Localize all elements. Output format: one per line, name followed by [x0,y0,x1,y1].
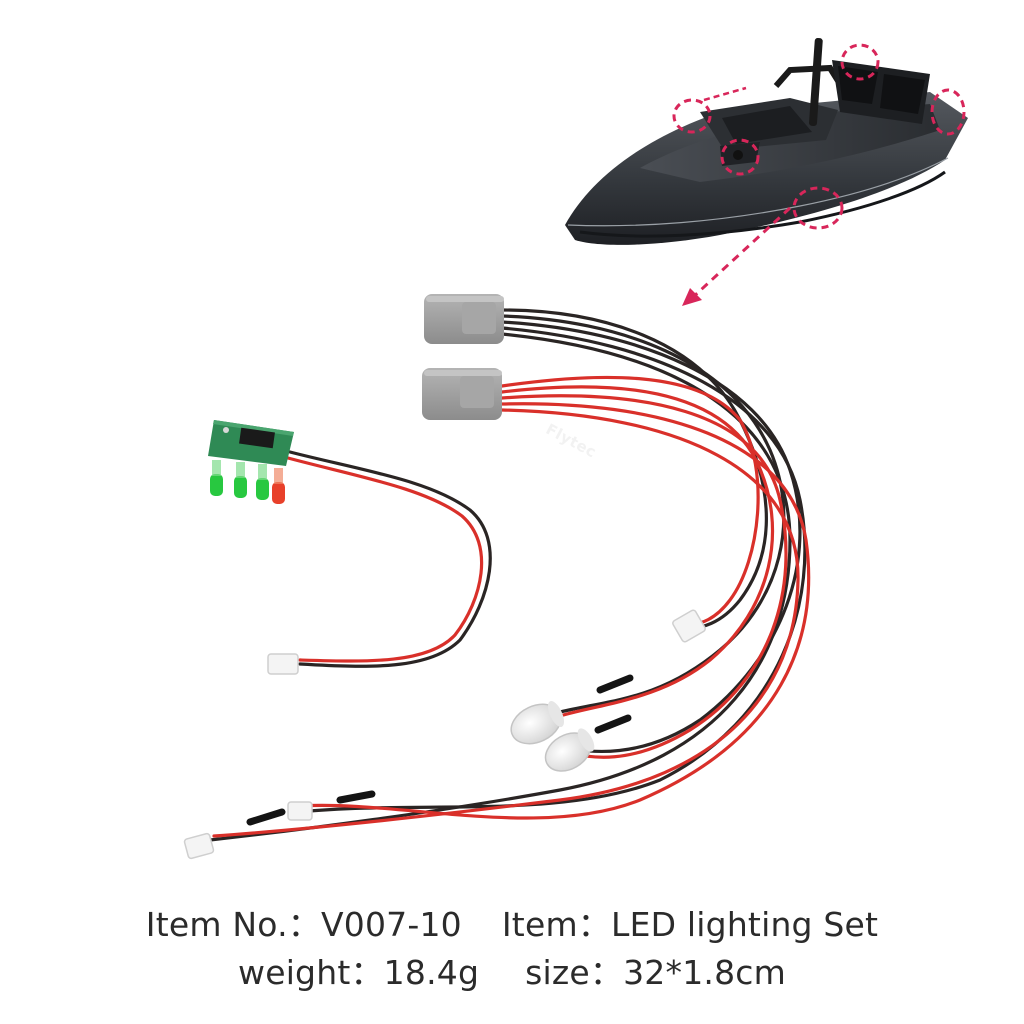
size-value: 32*1.8cm [623,953,786,992]
white-plug-board [267,653,299,675]
led-bulb-2 [544,728,595,772]
white-plug-harness-2 [287,801,313,821]
weight-value: 18.4g [383,953,480,992]
caption-line-specs: weight：18.4g size：32*1.8cm [0,946,1024,994]
white-plug-harness-3 [183,832,215,860]
caption-line-item: Item No.：V007-10 Item：LED lighting Set [0,898,1024,946]
led-bulb-1 [510,701,565,745]
size-label: size： [525,953,624,992]
bait-boat-image [565,38,968,306]
grey-connector-2 [422,368,502,420]
wire-harness [208,308,811,842]
item-value: LED lighting Set [611,905,879,944]
white-plug-harness-1 [672,609,706,643]
control-board [208,420,294,504]
grey-connector-1 [424,294,504,344]
item-no-value: V007-10 [321,905,462,944]
weight-label: weight： [238,953,384,992]
brand-logo: Flytec [543,420,599,461]
item-label: Item： [501,905,611,944]
item-no-label: Item No.： [145,905,321,944]
